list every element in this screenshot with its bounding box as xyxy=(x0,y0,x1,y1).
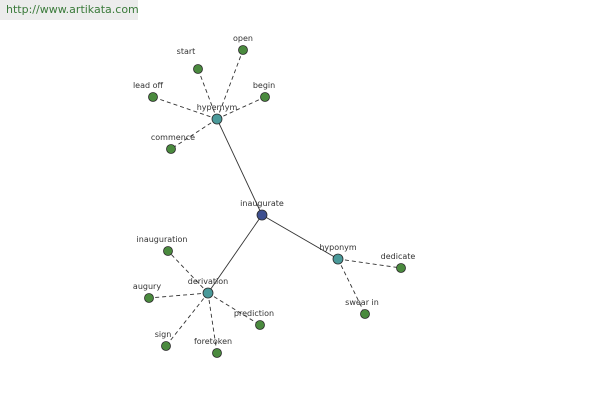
graph-edges xyxy=(148,49,402,354)
leaf-node-circle[interactable] xyxy=(166,144,176,154)
edge-hypernym-lead-off xyxy=(152,96,218,120)
relation-node-circle[interactable] xyxy=(211,113,223,125)
edge-inaugurate-hyponym xyxy=(261,214,339,260)
leaf-node-open[interactable]: open xyxy=(233,34,253,55)
leaf-node-label: swear in xyxy=(345,298,379,307)
artikata-watermark: http://www.artikata.com xyxy=(0,0,139,20)
relation-node-hypernym[interactable]: hypernym xyxy=(197,103,238,125)
leaf-node-circle[interactable] xyxy=(238,45,248,55)
edge-hyponym-swear-in xyxy=(337,258,366,315)
leaf-node-commence[interactable]: commence xyxy=(151,133,195,154)
leaf-node-circle[interactable] xyxy=(360,309,370,319)
leaf-node-label: lead off xyxy=(133,81,164,90)
leaf-node-circle[interactable] xyxy=(161,341,171,351)
leaf-node-label: dedicate xyxy=(381,252,416,261)
leaf-node-circle[interactable] xyxy=(148,92,158,102)
graph-nodes: start open lead off begin commence dedicate sw… xyxy=(133,34,415,358)
relation-node-hyponym[interactable]: hyponym xyxy=(319,243,357,265)
relation-node-label: hypernym xyxy=(197,103,238,112)
relation-node-label: derivation xyxy=(188,277,228,286)
leaf-node-inauguration[interactable]: inauguration xyxy=(137,235,188,256)
leaf-node-label: augury xyxy=(133,282,161,291)
leaf-node-circle[interactable] xyxy=(212,348,222,358)
leaf-node-circle[interactable] xyxy=(144,293,154,303)
leaf-node-prediction[interactable]: prediction xyxy=(234,309,274,330)
edge-derivation-inauguration xyxy=(167,250,209,294)
leaf-node-label: commence xyxy=(151,133,195,142)
edge-hypernym-open xyxy=(216,49,244,120)
leaf-node-circle[interactable] xyxy=(255,320,265,330)
leaf-node-label: prediction xyxy=(234,309,274,318)
leaf-node-augury[interactable]: augury xyxy=(133,282,161,303)
relation-node-circle[interactable] xyxy=(202,287,214,299)
relation-node-circle[interactable] xyxy=(332,253,344,265)
leaf-node-swear-in[interactable]: swear in xyxy=(345,298,379,319)
leaf-node-start[interactable]: start xyxy=(177,47,203,74)
leaf-node-sign[interactable]: sign xyxy=(155,330,172,351)
edge-hypernym-start xyxy=(197,68,218,120)
leaf-node-label: foretoken xyxy=(194,337,232,346)
leaf-node-label: sign xyxy=(155,330,172,339)
leaf-node-label: open xyxy=(233,34,253,43)
leaf-node-label: inauguration xyxy=(137,235,188,244)
edge-derivation-sign xyxy=(165,292,209,347)
relation-node-derivation[interactable]: derivation xyxy=(188,277,228,299)
edge-hyponym-dedicate xyxy=(337,258,402,269)
leaf-node-label: begin xyxy=(253,81,275,90)
center-node-circle[interactable] xyxy=(256,209,268,221)
edge-hypernym-commence xyxy=(170,118,218,150)
edge-derivation-foretoken xyxy=(207,292,218,354)
leaf-node-label: start xyxy=(177,47,196,56)
edge-inaugurate-derivation xyxy=(207,214,263,294)
edge-derivation-prediction xyxy=(207,292,261,326)
relation-node-label: hyponym xyxy=(319,243,357,252)
edge-derivation-augury xyxy=(148,292,209,299)
leaf-node-foretoken[interactable]: foretoken xyxy=(194,337,232,358)
leaf-node-lead-off[interactable]: lead off xyxy=(133,81,164,102)
center-node-inaugurate[interactable]: inaugurate xyxy=(240,199,284,221)
leaf-node-circle[interactable] xyxy=(163,246,173,256)
leaf-node-circle[interactable] xyxy=(260,92,270,102)
edge-hypernym-begin xyxy=(216,96,266,120)
center-node-label: inaugurate xyxy=(240,199,284,208)
edge-inaugurate-hypernym xyxy=(216,118,263,216)
leaf-node-begin[interactable]: begin xyxy=(253,81,275,102)
leaf-node-circle[interactable] xyxy=(193,64,203,74)
leaf-node-circle[interactable] xyxy=(396,263,406,273)
leaf-node-dedicate[interactable]: dedicate xyxy=(381,252,416,273)
